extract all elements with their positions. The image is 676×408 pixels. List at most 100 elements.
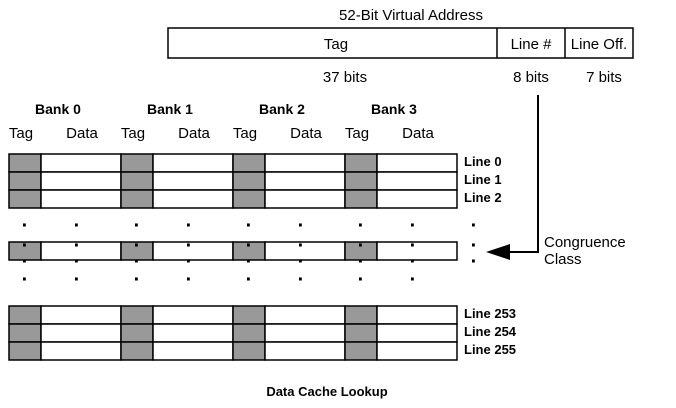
arrow-shaft: [506, 95, 539, 253]
tag-cell: [232, 171, 266, 191]
ellipsis-dot: ·: [22, 215, 29, 237]
ellipsis-dot: ·: [358, 235, 365, 257]
tag-cell: [8, 189, 42, 209]
line-label: Line 253: [464, 306, 516, 321]
ellipsis-dot: ·: [74, 269, 81, 291]
ellipsis-dot: ·: [410, 215, 417, 237]
data-cell: [152, 305, 234, 325]
bank-0-data-label: Data: [66, 125, 98, 142]
ellipsis-dot: ·: [298, 235, 305, 257]
ellipsis-dot: ·: [246, 215, 253, 237]
address-box: [167, 27, 634, 59]
ellipsis-dot: ·: [74, 251, 81, 273]
tag-cell: [120, 189, 154, 209]
line-index-arrow: [486, 95, 539, 260]
bank-1-tag-label: Tag: [121, 125, 145, 142]
bank-3-title: Bank 3: [371, 101, 417, 117]
data-cell: [152, 323, 234, 343]
diagram-caption: Data Cache Lookup: [266, 384, 387, 399]
tag-cell: [120, 171, 154, 191]
bank-2-title: Bank 2: [259, 101, 305, 117]
ellipsis-dot: ·: [358, 269, 365, 291]
cache-row: [8, 241, 458, 261]
tag-cell: [344, 171, 378, 191]
data-cell: [152, 189, 234, 209]
cache-row: [8, 341, 458, 361]
tag-cell: [232, 189, 266, 209]
tag-cell: [120, 153, 154, 173]
data-cell: [152, 341, 234, 361]
data-cell: [264, 189, 346, 209]
tag-cell: [8, 341, 42, 361]
data-cell: [152, 241, 234, 261]
ellipsis-dot: ·: [134, 269, 141, 291]
tag-cell: [120, 323, 154, 343]
tag-cell: [344, 323, 378, 343]
data-cell: [376, 171, 458, 191]
tag-cell: [232, 323, 266, 343]
line-number-field-label: Line #: [511, 36, 553, 53]
tag-cell: [232, 305, 266, 325]
ellipsis-dot: ·: [74, 235, 81, 257]
address-title: 52-Bit Virtual Address: [339, 7, 483, 24]
line-label: Line 0: [464, 154, 502, 169]
ellipsis-dots: ···································: [22, 215, 478, 291]
ellipsis-dot: ·: [358, 215, 365, 237]
data-cell: [376, 189, 458, 209]
line-label: Line 2: [464, 190, 502, 205]
data-cell: [264, 341, 346, 361]
tag-cell: [344, 153, 378, 173]
ellipsis-dot: ·: [298, 215, 305, 237]
ellipsis-dot: ·: [134, 251, 141, 273]
tag-bit-width: 37 bits: [323, 69, 367, 86]
ellipsis-dot: ·: [134, 215, 141, 237]
data-cell: [376, 323, 458, 343]
tag-cell: [8, 323, 42, 343]
ellipsis-dot: ·: [358, 251, 365, 273]
ellipsis-dot: ·: [74, 215, 81, 237]
bank-0-tag-label: Tag: [9, 125, 33, 142]
ellipsis-dot: ·: [246, 251, 253, 273]
tag-field-label: Tag: [324, 36, 348, 53]
ellipsis-dot: ·: [410, 269, 417, 291]
data-cell: [264, 171, 346, 191]
cache-rows-top: [8, 153, 458, 209]
tag-cell: [232, 153, 266, 173]
cache-row: [8, 305, 458, 325]
cache-row: [8, 323, 458, 343]
ellipsis-dot: ·: [298, 269, 305, 291]
bank-2-data-label: Data: [290, 125, 322, 142]
tag-cell: [120, 341, 154, 361]
data-cell: [376, 153, 458, 173]
address-register: Tag Line # Line Off.: [167, 27, 634, 59]
ellipsis-dot: ·: [186, 269, 193, 291]
line-number-bit-width: 8 bits: [513, 69, 549, 86]
cache-row-congruence: [8, 241, 458, 261]
ellipsis-dot: ·: [22, 251, 29, 273]
ellipsis-dot: ·: [186, 215, 193, 237]
ellipsis-dot: ·: [186, 251, 193, 273]
bank-0-title: Bank 0: [35, 101, 81, 117]
line-offset-field-label: Line Off.: [571, 36, 627, 53]
tag-cell: [8, 305, 42, 325]
data-cell: [40, 189, 122, 209]
cache-row: [8, 189, 458, 209]
line-offset-bit-width: 7 bits: [586, 69, 622, 86]
tag-cell: [120, 305, 154, 325]
ellipsis-dot: ·: [410, 235, 417, 257]
data-cell: [376, 341, 458, 361]
bank-1-data-label: Data: [178, 125, 210, 142]
bank-3-data-label: Data: [402, 125, 434, 142]
line-label: Line 255: [464, 342, 516, 357]
ellipsis-dot: ·: [186, 235, 193, 257]
tag-cell: [8, 153, 42, 173]
data-cell: [40, 323, 122, 343]
line-labels: Line 0 Line 1 Line 2 Line 253 Line 254 L…: [464, 154, 517, 357]
arrow-head: [486, 244, 510, 260]
ellipsis-dot: ·: [22, 235, 29, 257]
line-label: Line 1: [464, 172, 502, 187]
ellipsis-dot: ·: [471, 235, 478, 257]
data-cell: [264, 153, 346, 173]
